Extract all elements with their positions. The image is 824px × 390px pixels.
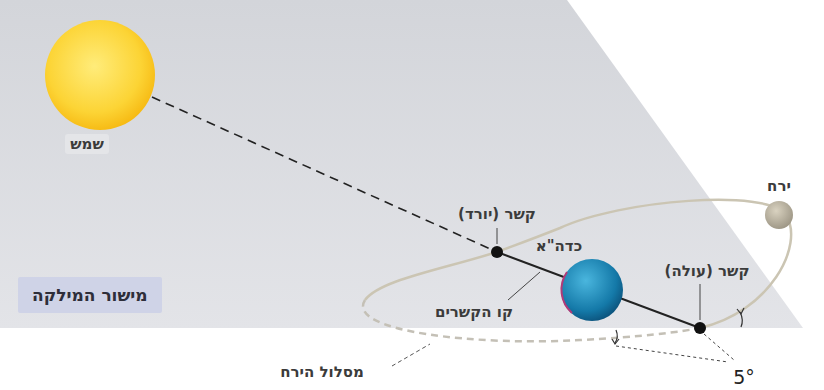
- moon-orbit: [365, 200, 791, 328]
- earth-globe: [561, 259, 623, 321]
- leader-line: [508, 272, 540, 300]
- plane-label: מישור המילקה: [32, 285, 148, 305]
- earth-terminator: [561, 272, 572, 313]
- leader-line: [497, 228, 498, 244]
- sun-disc: [45, 20, 155, 130]
- line-of-nodes-label: קו הקשרים: [435, 303, 513, 321]
- ascending-node-dot: [694, 322, 706, 334]
- sun-direction-line: [152, 97, 497, 252]
- leader-line: [704, 334, 734, 360]
- descending-node-dot: [491, 246, 503, 258]
- leader-line: [392, 344, 430, 366]
- node-label: קשר (יורד): [458, 205, 536, 223]
- leader-line: [700, 284, 701, 320]
- moon-disc: [765, 201, 793, 229]
- node-label: קשר (עולה): [665, 262, 750, 280]
- angle-arrowhead: [612, 339, 619, 344]
- ecliptic-plane: [0, 0, 803, 328]
- sun-node: שמש: [45, 20, 155, 130]
- ecliptic-plane-label-box: מישור המילקה: [18, 277, 162, 313]
- moon-orbit-hidden: [363, 300, 700, 341]
- earth-node: כדה"א: [561, 259, 623, 321]
- moon-label: ירח: [767, 177, 791, 195]
- angle-arrowhead: [737, 308, 744, 314]
- orbit-label: מסלול הירח: [280, 363, 364, 381]
- sun-label: שמש: [65, 134, 109, 154]
- leader-line: [616, 346, 728, 362]
- moon-node: ירח: [765, 201, 793, 229]
- angle-label: 5°: [733, 366, 755, 388]
- earth-label: כדה"א: [536, 237, 582, 255]
